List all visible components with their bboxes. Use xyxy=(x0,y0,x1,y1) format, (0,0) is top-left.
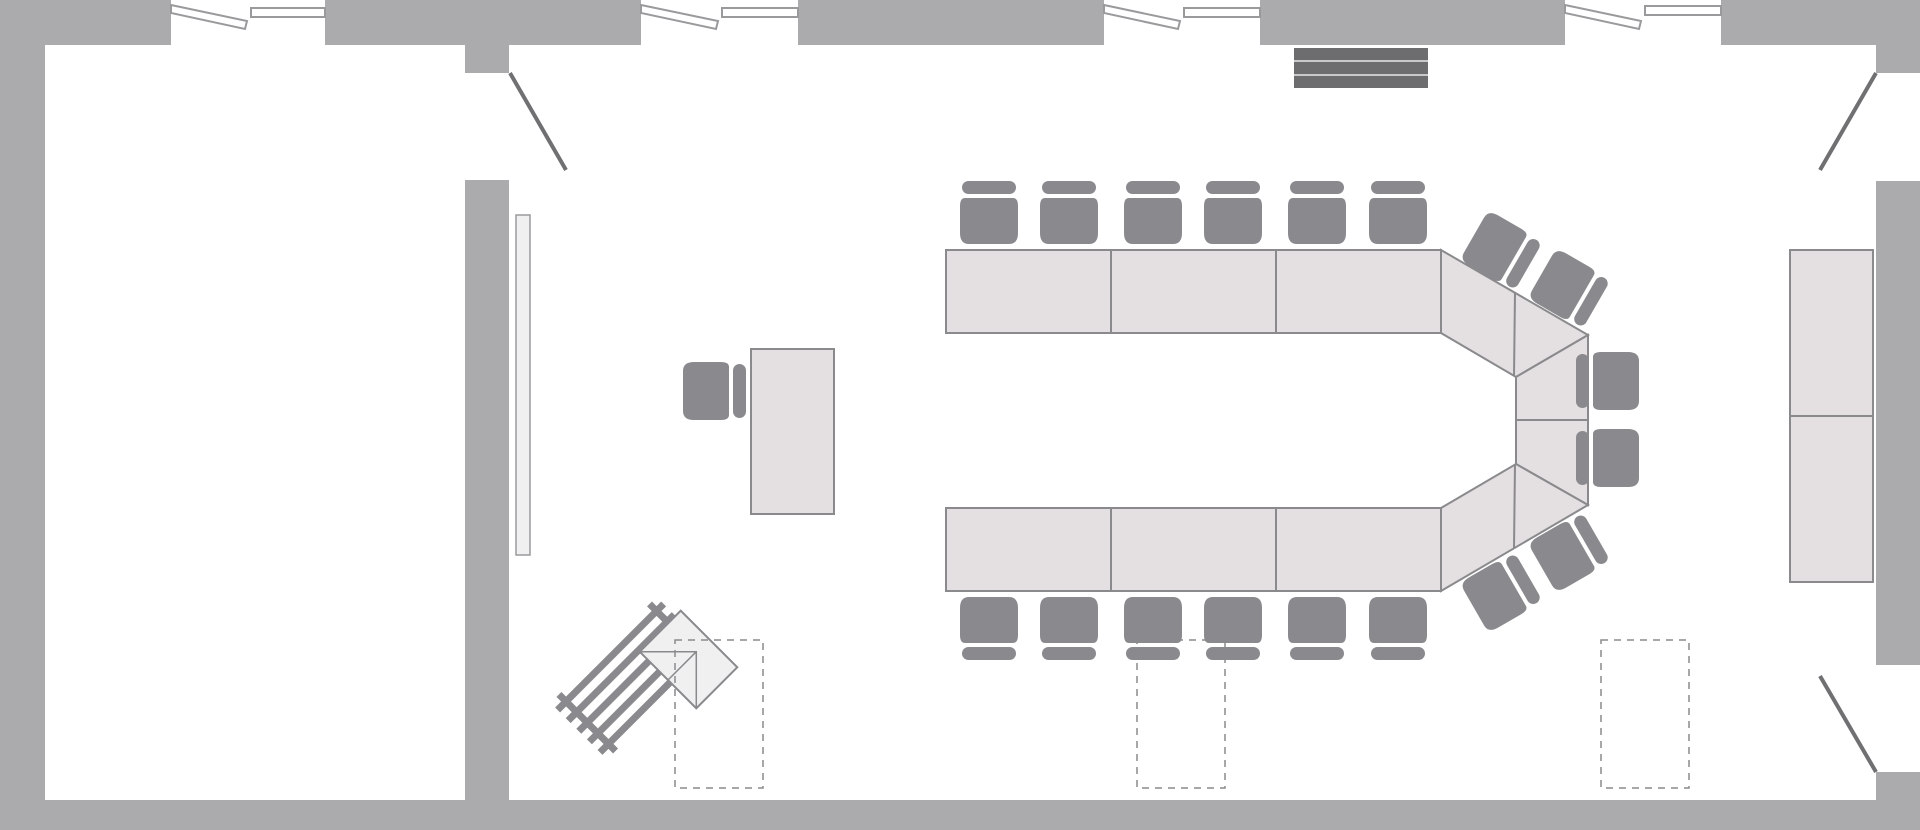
partition-stub xyxy=(465,0,509,73)
wall-top-seg-3 xyxy=(798,0,1104,45)
chairs-top-row xyxy=(960,181,1427,244)
chair-icon xyxy=(960,181,1018,244)
conference-table-u xyxy=(945,248,1591,593)
wall-top-seg-1 xyxy=(0,0,171,45)
chair-icon xyxy=(1204,181,1262,244)
window-icon xyxy=(1103,3,1261,31)
door-swing-icon xyxy=(508,72,568,171)
doors xyxy=(508,72,1878,774)
table-bottom-2 xyxy=(1110,507,1277,592)
chair-icon xyxy=(1576,429,1639,487)
wall-right-top xyxy=(1876,0,1920,73)
credenza xyxy=(1789,249,1874,583)
placeholder-zone xyxy=(1136,639,1226,789)
whiteboard xyxy=(515,214,531,556)
chair-icon xyxy=(1288,597,1346,660)
window-icon xyxy=(1564,3,1722,31)
partition-wall xyxy=(465,180,509,800)
chair-icon xyxy=(1040,597,1098,660)
chair-icon xyxy=(1369,597,1427,660)
chair-icon xyxy=(1124,181,1182,244)
windows xyxy=(170,3,1722,31)
placeholder-zone xyxy=(1600,639,1690,789)
vent-grille-icon xyxy=(1294,48,1428,88)
chair-icon xyxy=(1288,181,1346,244)
table-top-3 xyxy=(1275,249,1442,334)
speaker-desk xyxy=(750,348,835,515)
chair-icon xyxy=(1204,597,1262,660)
placeholder-zone xyxy=(674,639,764,789)
wall-bottom xyxy=(0,800,1920,830)
table-top-1 xyxy=(945,249,1112,334)
table-bottom-1 xyxy=(945,507,1112,592)
window-icon xyxy=(170,3,326,31)
wall-right-mid xyxy=(1876,181,1920,665)
door-swing-icon xyxy=(1818,72,1878,171)
wall-left xyxy=(0,0,45,830)
chair-icon xyxy=(1369,181,1427,244)
table-top-2 xyxy=(1110,249,1277,334)
door-swing-icon xyxy=(1818,674,1878,774)
chair-icon xyxy=(960,597,1018,660)
table-bottom-3 xyxy=(1275,507,1442,592)
chair-icon xyxy=(1040,181,1098,244)
chair-icon xyxy=(1124,597,1182,660)
wall-top-seg-4 xyxy=(1260,0,1565,45)
wall-right-bottom xyxy=(1876,772,1920,830)
chair-icon xyxy=(1576,352,1639,410)
window-icon xyxy=(640,3,799,31)
chair-icon xyxy=(683,362,746,420)
flipchart-icon xyxy=(638,609,739,710)
chairs-bottom-row xyxy=(960,597,1427,660)
placeholder-zones xyxy=(674,639,1690,789)
